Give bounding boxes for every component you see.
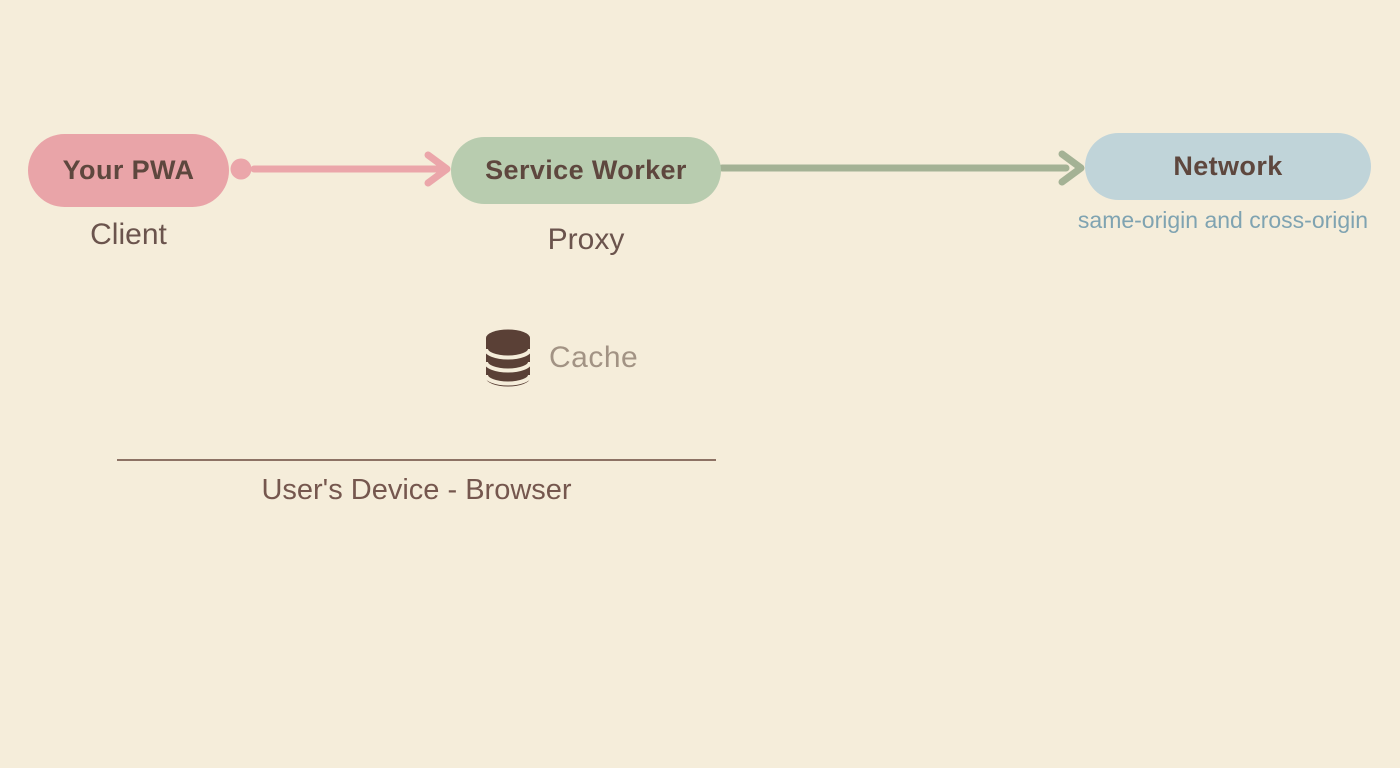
node-network: Network [1085, 133, 1371, 200]
node-your-pwa-sublabel: Client [90, 218, 167, 251]
node-your-pwa: Your PWA [28, 134, 229, 207]
cache-group: Cache [484, 329, 638, 387]
node-network-label: Network [1173, 151, 1283, 181]
device-boundary-label: User's Device - Browser [261, 474, 572, 506]
node-network-sublabel: same-origin and cross-origin [1077, 207, 1369, 233]
service-worker-to-network-arrow [718, 150, 1085, 186]
arrow-origin-dot [230, 158, 252, 180]
node-your-pwa-label: Your PWA [62, 155, 195, 185]
device-boundary-line [117, 459, 716, 461]
pwa-to-service-worker-arrow [230, 151, 451, 187]
cache-label: Cache [549, 341, 639, 374]
node-service-worker-label: Service Worker [485, 155, 687, 185]
node-service-worker-sublabel: Proxy [547, 223, 625, 256]
node-service-worker: Service Worker [451, 137, 721, 204]
arrowhead-icon [1058, 150, 1085, 186]
database-icon [484, 329, 532, 387]
arrowhead-icon [424, 151, 451, 187]
